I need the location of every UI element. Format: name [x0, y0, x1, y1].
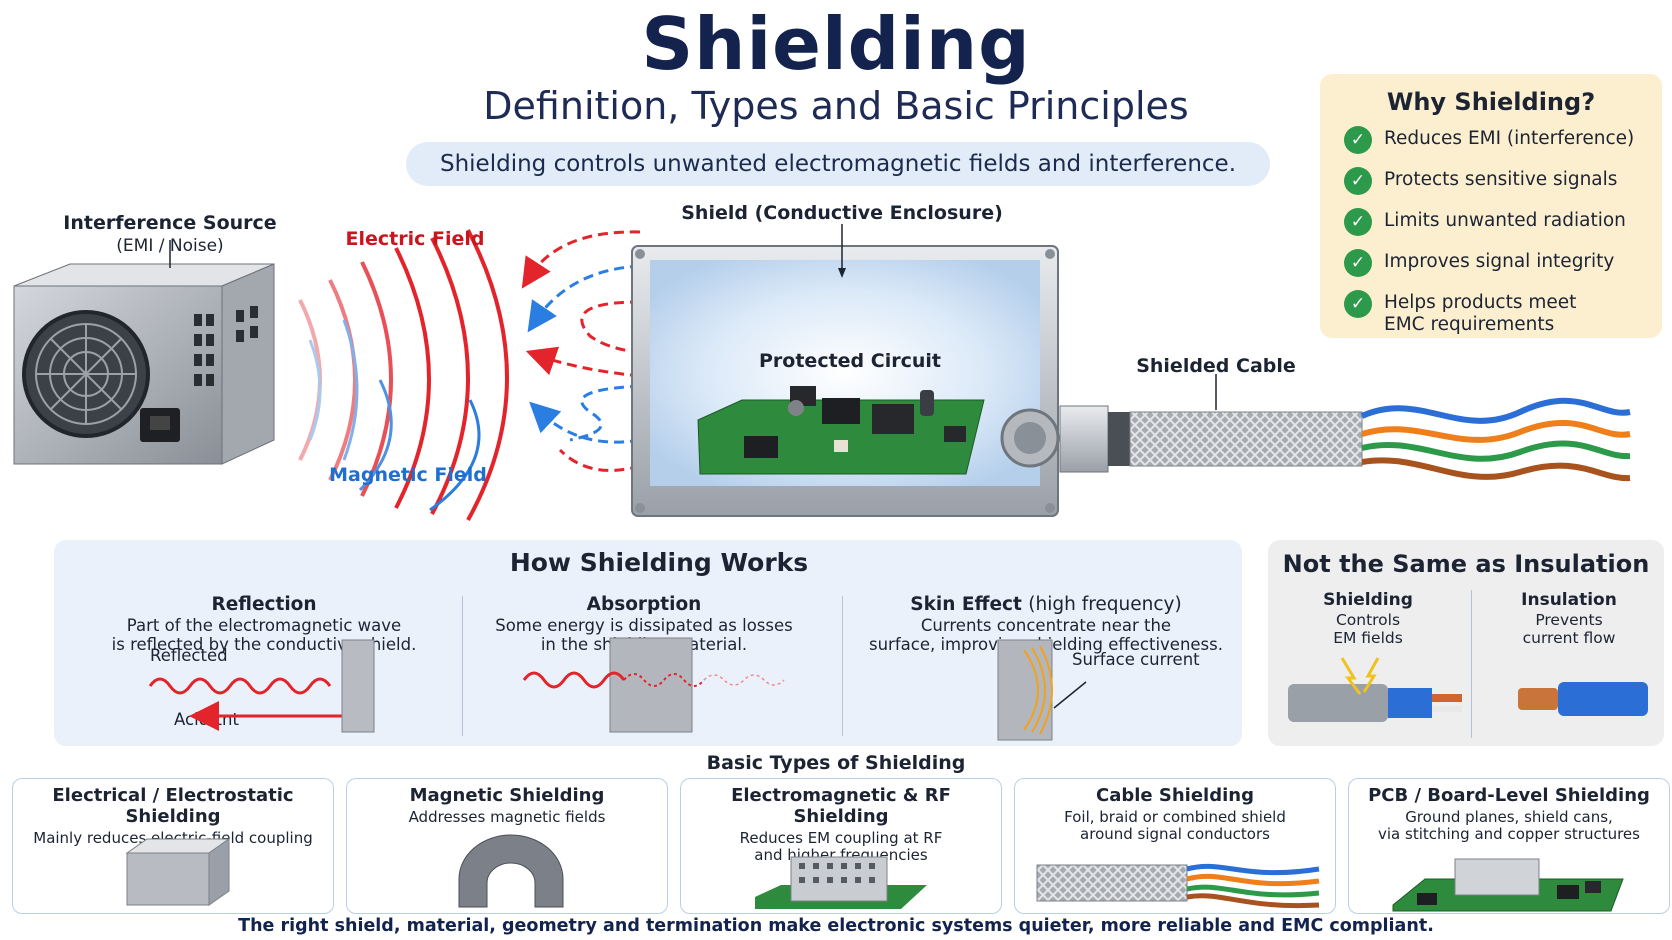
check-icon: ✓ — [1344, 208, 1372, 236]
surface-current-label: Surface current — [1072, 650, 1200, 669]
why-title: Why Shielding? — [1386, 88, 1596, 116]
type-card-desc: Foil, braid or combined shield — [1064, 808, 1286, 826]
absorption-diagram — [522, 637, 785, 733]
check-icon: ✓ — [1344, 126, 1372, 154]
metal-box-icon — [125, 838, 231, 906]
not-same-panel: Not the Same as Insulation Shielding Con… — [1268, 540, 1664, 746]
type-card-desc: Ground planes, shield cans, — [1405, 808, 1613, 826]
types-title: Basic Types of Shielding — [706, 752, 966, 774]
type-card-desc: Reduces EM coupling at RF — [739, 829, 943, 847]
insulation-compare-diagram — [1288, 657, 1648, 722]
interference-source-sub: (EMI / Noise) — [116, 236, 224, 256]
why-item: ✓ Reduces EMI (interference) — [1344, 126, 1662, 154]
column-divider — [842, 596, 843, 736]
type-card-desc: Addresses magnetic fields — [408, 808, 606, 826]
why-item-label: Protects sensitive signals — [1384, 169, 1618, 190]
type-card-title: Magnetic Shielding — [409, 785, 605, 806]
skin-effect-desc-1: Currents concentrate near the — [920, 616, 1172, 635]
pcb-icon — [697, 386, 985, 475]
why-item: ✓ Protects sensitive signals — [1344, 167, 1662, 195]
why-shielding-panel: Why Shielding? ✓ Reduces EMI (interferenc… — [1320, 74, 1662, 338]
reflection-diagram — [148, 639, 375, 733]
reflection-desc-1: Part of the electromagnetic wave — [126, 616, 402, 635]
braided-cable-icon — [1036, 863, 1320, 909]
column-divider — [1471, 590, 1472, 738]
type-card-title: Cable Shielding — [1096, 785, 1254, 806]
type-card-title: PCB / Board-Level Shielding — [1368, 785, 1650, 806]
why-item-label: Limits unwanted radiation — [1384, 210, 1626, 231]
insulation-compare-desc-2: current flow — [1522, 629, 1616, 647]
why-item-label: Reduces EMI (interference) — [1384, 128, 1635, 149]
type-card-magnetic: Magnetic Shielding Addresses magnetic fi… — [346, 778, 668, 914]
main-illustration — [13, 224, 1631, 521]
skin-effect-title-suffix: (high frequency) — [1028, 594, 1182, 615]
power-supply-icon — [13, 263, 275, 465]
interference-source-label: Interference Source — [63, 212, 277, 234]
why-item: ✓ Improves signal integrity — [1344, 249, 1662, 277]
shield-enclosure — [631, 245, 1059, 517]
reflected-label: Reflected — [150, 646, 228, 665]
page-title: Shielding — [641, 2, 1031, 86]
skin-effect-title: Skin Effect (high frequency) — [846, 594, 1246, 615]
rf-can-icon — [755, 856, 927, 909]
not-same-title: Not the Same as Insulation — [1282, 550, 1650, 578]
insulation-compare-title: Insulation — [1521, 590, 1617, 610]
check-icon: ✓ — [1344, 249, 1372, 277]
skin-effect-diagram — [997, 639, 1087, 741]
type-card-desc: Mainly reduces electric-field coupling — [33, 829, 313, 847]
absorption-title: Absorption — [586, 594, 702, 615]
reflection-desc-2: is reflected by the conductive shield. — [111, 635, 417, 654]
type-card-desc: around signal conductors — [1080, 825, 1270, 843]
shielding-compare-desc-1: Controls — [1335, 611, 1401, 629]
shielding-compare-title: Shielding — [1323, 590, 1413, 610]
column-divider — [462, 596, 463, 736]
check-icon: ✓ — [1344, 290, 1372, 318]
page-subtitle: Definition, Types and Basic Principles — [483, 84, 1189, 128]
why-item-label: Helps products meet EMC requirements — [1384, 292, 1577, 335]
type-card-pcb: PCB / Board-Level Shielding Ground plane… — [1348, 778, 1670, 914]
absorption-desc-1: Some energy is dissipated as losses — [495, 616, 793, 635]
why-item-label: Improves signal integrity — [1384, 251, 1615, 272]
field-waves — [298, 229, 509, 521]
shielding-compare-desc-2: EM fields — [1333, 629, 1403, 647]
shielded-cable-icon — [1000, 397, 1631, 482]
tagline-banner: Shielding controls unwanted electromagne… — [406, 142, 1270, 186]
type-card-desc: via stitching and copper structures — [1378, 825, 1640, 843]
electric-field-label: Electric Field — [345, 228, 485, 250]
type-card-electrostatic: Electrical / Electrostatic Shielding Mai… — [12, 778, 334, 914]
why-item: ✓ Helps products meet EMC requirements — [1344, 290, 1662, 336]
type-card-em-rf: Electromagnetic & RF Shielding Reduces E… — [680, 778, 1002, 914]
check-icon: ✓ — [1344, 167, 1372, 195]
insulation-compare-desc-1: Prevents — [1535, 611, 1603, 629]
type-card-title: Electrical / Electrostatic Shielding — [52, 785, 294, 827]
how-shielding-works-panel: How Shielding Works Reflection Part of t… — [54, 540, 1242, 746]
shielded-cable-label: Shielded Cable — [1136, 355, 1296, 377]
reflection-title: Reflection — [211, 594, 317, 615]
footer-text: The right shield, material, geometry and… — [238, 916, 1434, 936]
type-card-title: Electromagnetic & RF Shielding — [731, 785, 951, 827]
pcb-shield-can-icon — [1392, 858, 1624, 912]
protected-circuit-label: Protected Circuit — [759, 350, 941, 372]
magnetic-field-label: Magnetic Field — [329, 464, 487, 486]
type-card-cable: Cable Shielding Foil, braid or combined … — [1014, 778, 1336, 914]
magnet-shield-icon — [458, 834, 564, 908]
skin-effect-title-main: Skin Effect — [910, 594, 1022, 615]
why-item: ✓ Limits unwanted radiation — [1344, 208, 1662, 236]
how-title: How Shielding Works — [509, 548, 809, 577]
shield-label: Shield (Conductive Enclosure) — [681, 202, 1003, 224]
